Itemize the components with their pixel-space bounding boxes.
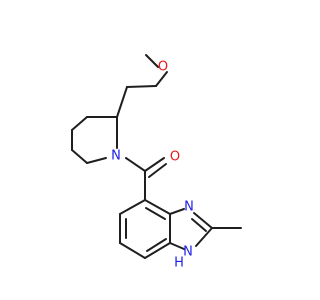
bond-ch2-ring bbox=[116, 86, 128, 118]
piperidine-nitrogen-label: N bbox=[111, 149, 121, 164]
bond-ch2-ch2 bbox=[126, 85, 157, 88]
imidazole-nh-n-label: N bbox=[183, 245, 193, 260]
molecule-diagram: O N O N N H bbox=[71, 54, 242, 271]
bond-carbonyl-o-a bbox=[144, 157, 165, 172]
bond-benz-c3a-c4-inner bbox=[145, 207, 166, 220]
bond-carbonyl-o-b bbox=[148, 163, 167, 178]
bond-benz-c3a-c4 bbox=[144, 199, 171, 215]
bond-o-ch2 bbox=[155, 71, 168, 87]
bond-n-carbonyl bbox=[125, 157, 146, 172]
imidazole-n-label: N bbox=[184, 200, 194, 215]
bond-pip-c5-c6 bbox=[71, 149, 88, 164]
bond-c3a-n3 bbox=[169, 208, 185, 215]
bond-pip-c6-n bbox=[86, 157, 107, 164]
ether-oxygen-label: O bbox=[158, 60, 168, 75]
bond-n3-c2 bbox=[193, 212, 213, 229]
bond-benz-c6-c7 bbox=[119, 242, 146, 259]
bond-n3-c2-inner bbox=[191, 218, 207, 232]
bond-methyl-o bbox=[145, 54, 159, 68]
carbonyl-oxygen-label: O bbox=[170, 150, 180, 165]
bond-c2-n1 bbox=[195, 227, 213, 247]
bond-benz-c7-c7a-inner bbox=[146, 238, 167, 252]
bond-n1-c7a bbox=[169, 242, 185, 250]
bond-pip-c3-c4 bbox=[71, 116, 88, 131]
bond-benz-c7-c7a bbox=[144, 242, 171, 259]
bond-benz-c4-c5 bbox=[119, 199, 146, 215]
imidazole-nh-h-label: H bbox=[174, 256, 184, 271]
